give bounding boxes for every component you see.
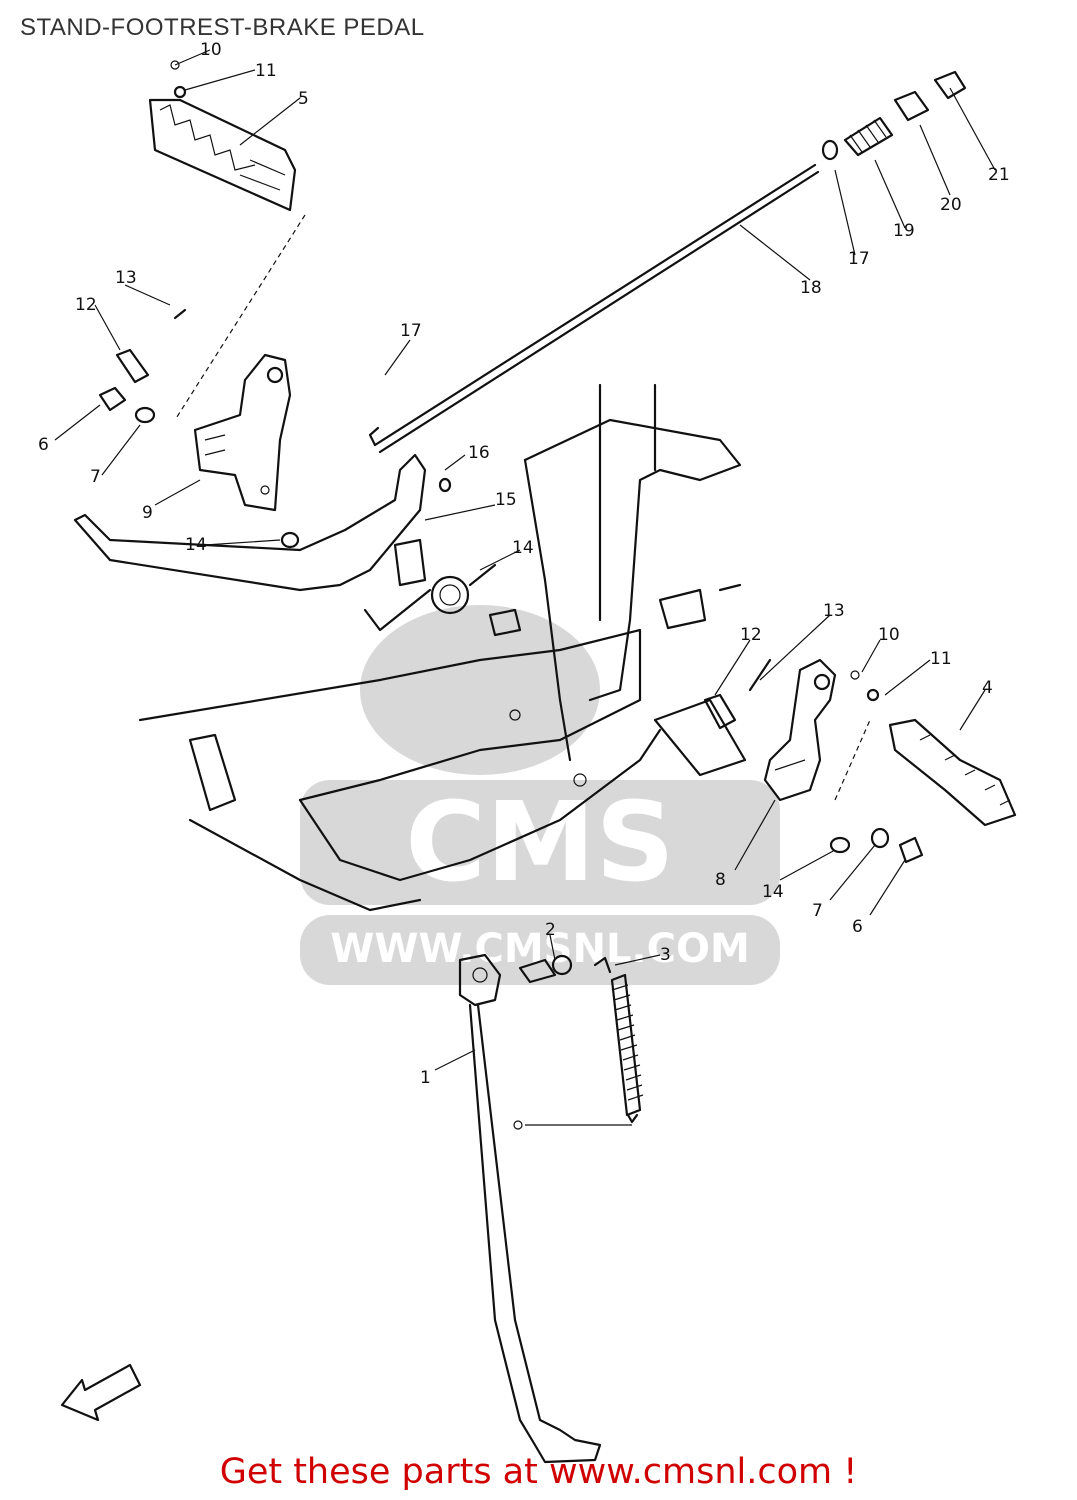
callout-4: 4 <box>982 678 993 698</box>
callout-16: 14 <box>512 538 534 558</box>
left-footrest <box>148 60 297 212</box>
callout-18: 17 <box>400 321 422 341</box>
callout-10-upper: 10 <box>200 40 222 60</box>
frame-section <box>138 383 742 912</box>
callout-7-left: 7 <box>90 467 101 487</box>
brake-pedal-spring <box>363 563 522 637</box>
callout-14-left: 14 <box>185 535 207 555</box>
callout-leader-lines <box>54 49 996 1071</box>
callout-5: 5 <box>298 89 309 109</box>
side-stand <box>458 953 644 1464</box>
right-footrest <box>829 718 1017 864</box>
callout-10-lower: 10 <box>878 625 900 645</box>
callout-17-upper: 17 <box>848 249 870 269</box>
watermark-url-text: WWW.CMSNL.COM <box>330 926 750 972</box>
callout-20: 19 <box>893 221 915 241</box>
left-footrest-bracket <box>193 353 292 512</box>
left-pivot-hardware <box>98 308 187 424</box>
right-footrest-bracket <box>763 658 837 802</box>
callout-numbers: 10 11 5 13 12 6 7 9 14 17 16 15 14 18 17… <box>38 40 1010 1088</box>
callout-11-upper: 11 <box>255 61 277 81</box>
callout-6-right: 6 <box>852 917 863 937</box>
callout-15: 15 <box>495 490 517 510</box>
watermark-logo-text: CMS <box>405 778 674 906</box>
forward-arrow-icon <box>60 1363 142 1422</box>
callout-8: 8 <box>715 870 726 890</box>
callout-22: 21 <box>988 165 1010 185</box>
callout-13-right: 13 <box>823 601 845 621</box>
callout-3: 3 <box>660 945 671 965</box>
callout-12-right: 12 <box>740 625 762 645</box>
callout-6-left: 6 <box>38 435 49 455</box>
callout-11-lower: 11 <box>930 649 952 669</box>
callout-1: 1 <box>420 1068 431 1088</box>
callout-17-lower: 16 <box>468 443 490 463</box>
brake-rod-assembly <box>368 70 967 454</box>
right-pivot-hardware <box>653 658 880 777</box>
callout-21: 20 <box>940 195 962 215</box>
callout-19: 18 <box>800 278 822 298</box>
callout-7-right: 7 <box>812 901 823 921</box>
callout-13-left: 13 <box>115 268 137 288</box>
cms-watermark: CMS WWW.CMSNL.COM <box>300 605 780 985</box>
callout-14-right: 14 <box>762 882 784 902</box>
callout-9: 9 <box>142 503 153 523</box>
callout-2: 2 <box>545 920 556 940</box>
brake-pedal <box>73 453 452 592</box>
callout-12-left: 12 <box>75 295 97 315</box>
diagram-title: STAND-FOOTREST-BRAKE PEDAL <box>20 14 425 41</box>
get-parts-link[interactable]: Get these parts at www.cmsnl.com ! <box>219 1452 858 1492</box>
